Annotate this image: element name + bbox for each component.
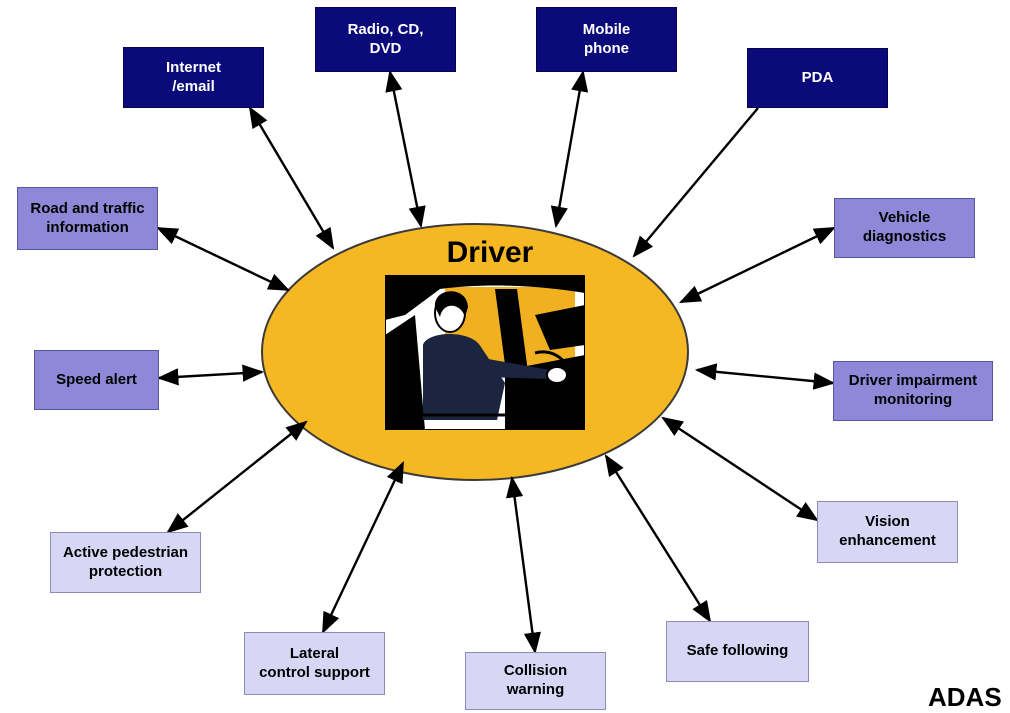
arrow-mobile [550,69,589,229]
arrow-impairment [694,363,836,390]
node-following: Safe following [666,621,809,682]
arrow-collision [505,475,542,655]
label-line: Internet [165,58,221,76]
node-label: Internet/email [166,59,221,97]
label-line: control support [259,663,370,681]
label-line: monitoring [873,391,953,408]
label-line: Vision [865,513,910,531]
label-line: Lateral [289,644,340,662]
label-line: enhancement [839,532,936,549]
arrow-radio [385,69,426,229]
node-radio: Radio, CD,DVD [315,7,456,72]
label-line: diagnostics [862,228,947,245]
arrow-lateral [321,461,405,634]
label-line: Driver impairment [848,372,978,390]
label-line: Vehicle [878,209,931,227]
arrow-road [156,226,290,292]
node-internet: Internet/email [123,47,264,108]
arrow-internet [248,106,335,250]
arrow-vision [661,416,819,522]
arrow-speed [156,364,265,386]
arrow-following [604,454,712,623]
arrow-pda [632,107,759,258]
label-line: /email [172,77,215,95]
label-line: Road and traffic [30,199,145,217]
driver-label: Driver [446,236,534,269]
label-line: PDA [801,68,834,86]
node-label: Speed alert [56,371,137,390]
label-line: warning [506,681,565,698]
label-line: Mobile [582,20,631,38]
node-label: Radio, CD,DVD [348,21,424,59]
label-line: DVD [369,39,402,57]
label-line: Active pedestrian [62,543,189,561]
node-label: PDA [802,69,834,88]
driver-photo [385,275,585,430]
label-line: protection [88,562,163,580]
node-speed: Speed alert [34,350,159,410]
label-line: information [46,218,129,236]
label-line: Collision [503,662,568,680]
adas-label: ADAS [928,682,1002,712]
arrow-vehicle [679,226,836,304]
label-line: phone [584,39,629,57]
label-line: Radio, CD, [347,20,424,38]
node-pda: PDA [747,48,888,108]
arrow-pedestrian [166,420,308,534]
node-label: Safe following [687,642,789,661]
label-line: Speed alert [56,370,137,388]
label-line: Safe following [686,642,789,660]
connector-arrows [156,69,836,655]
